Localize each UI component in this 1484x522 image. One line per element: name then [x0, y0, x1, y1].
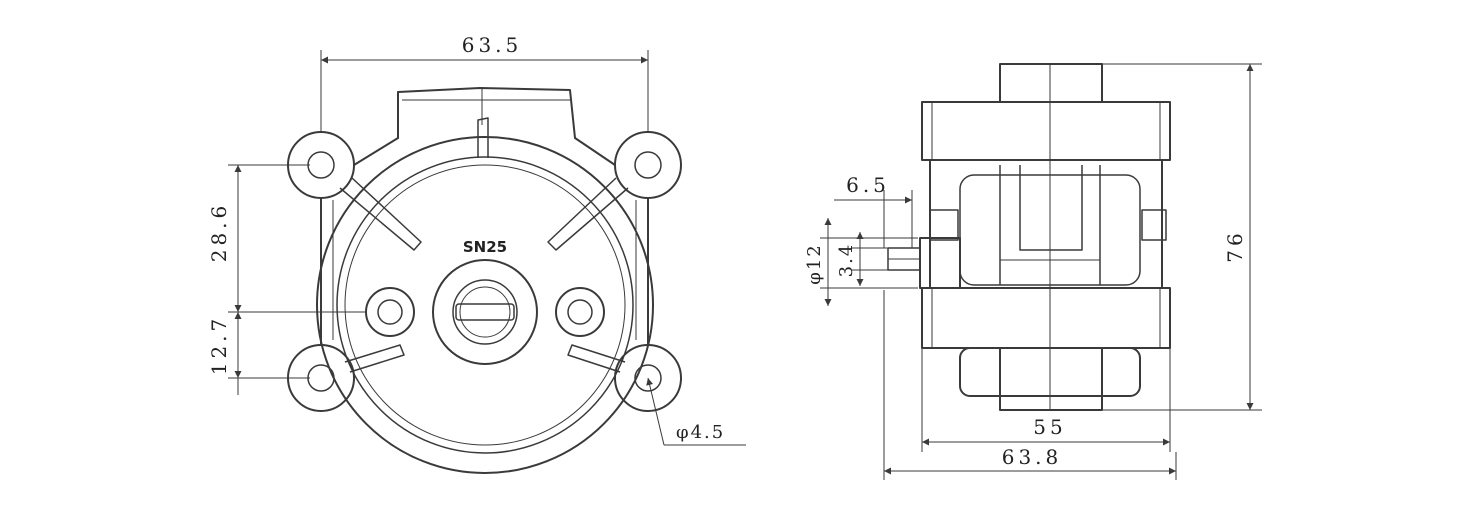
dim-front-width: 63.5 [320, 33, 649, 132]
dim-flat-thickness: 3.4 [836, 232, 888, 286]
side-hole-left [365, 287, 415, 337]
center-hub [432, 259, 538, 365]
shaft [887, 237, 961, 289]
side-view: 76 55 63.8 6.5 φ12 [804, 63, 1262, 480]
rib-bottom-left [344, 344, 405, 373]
top-bracket [397, 87, 576, 139]
model-label: SN25 [463, 238, 507, 256]
rib-top-left [339, 177, 422, 251]
dim-hole-diameter: φ4.5 [646, 377, 746, 446]
dim-side-height: 76 [1102, 63, 1262, 411]
dim-body-width: 55 [921, 348, 1171, 452]
rib-bottom-right [567, 344, 626, 373]
svg-text:12.7: 12.7 [207, 315, 231, 376]
dim-shaft-diameter: φ12 [804, 218, 918, 306]
side-hole-right [555, 287, 605, 337]
front-view: SN25 63.5 28.6 12.7 φ4.5 [207, 33, 746, 474]
upper-flange [921, 101, 1171, 161]
rib-top-right [547, 177, 629, 251]
bottom-block [999, 347, 1103, 411]
dim-lower-hole-spacing: 12.7 [207, 312, 310, 395]
svg-text:63.5: 63.5 [462, 33, 523, 57]
top-block [999, 63, 1103, 103]
housing-outer [316, 136, 654, 474]
svg-text:φ4.5: φ4.5 [676, 422, 725, 443]
svg-text:3.4: 3.4 [836, 243, 857, 278]
mounting-lug-top-right [614, 131, 682, 199]
shaft-slot [455, 303, 515, 321]
dim-overall-width: 63.8 [883, 290, 1177, 480]
svg-text:55: 55 [1033, 415, 1066, 439]
dim-shaft-length: 6.5 [834, 173, 913, 248]
svg-text:6.5: 6.5 [846, 173, 890, 197]
svg-text:63.8: 63.8 [1002, 445, 1063, 469]
svg-text:28.6: 28.6 [207, 202, 231, 263]
housing-ring [336, 156, 634, 454]
lower-flange [921, 287, 1171, 349]
svg-text:φ12: φ12 [804, 243, 825, 285]
svg-text:76: 76 [1223, 229, 1247, 262]
dim-upper-hole-spacing: 28.6 [207, 164, 366, 313]
